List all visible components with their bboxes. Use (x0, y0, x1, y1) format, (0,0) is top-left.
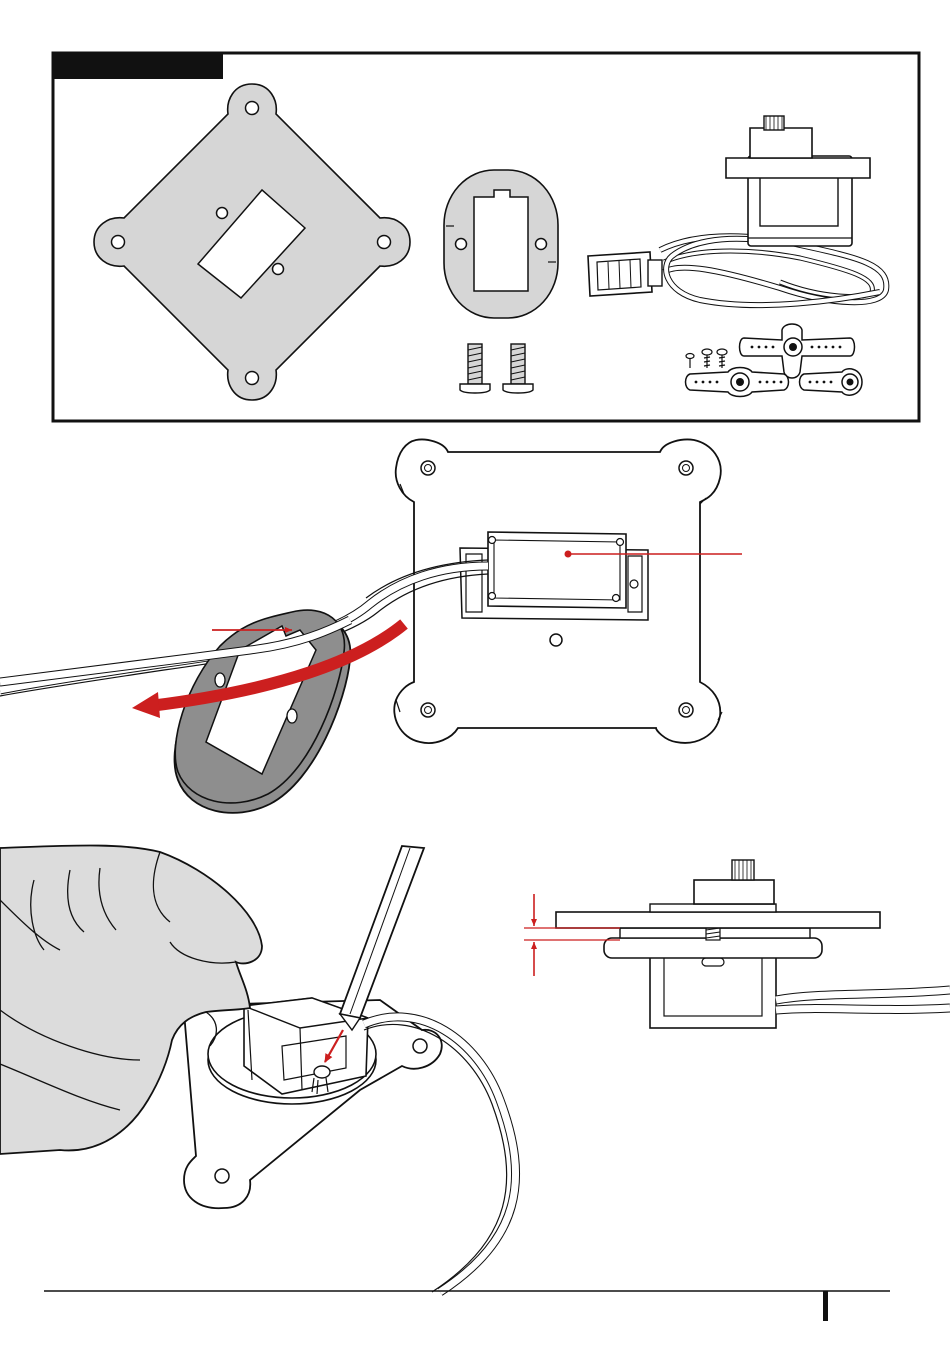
side-view-detail (524, 860, 950, 1028)
assembly-step-screw (0, 846, 516, 1293)
parts-panel (53, 53, 919, 421)
servo-spacer-icon (444, 170, 558, 318)
page-marker (823, 1291, 828, 1321)
assembly-step-plate (0, 440, 742, 744)
servo-spacer-3d (0, 610, 350, 813)
step-label-bar (53, 53, 223, 79)
